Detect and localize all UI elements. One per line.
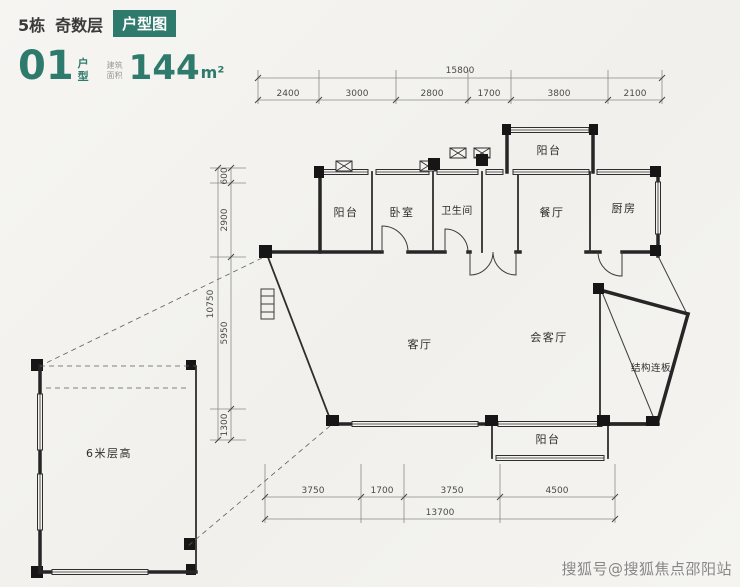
room-label-bedroom: 卧室 [390,205,415,219]
bottom-dimension-total: 13700 [261,508,619,523]
room-labels: 阳台 卧室 卫生间 餐厅 厨房 阳台 客厅 会客厅 结构连板 阳台 6米层高 [86,143,671,460]
dim-top-segment-3: 2800 [421,89,444,99]
dim-bottom-total: 13700 [426,508,455,518]
annex-area [37,364,198,575]
top-dimension-total: 15800 [254,66,666,82]
dim-left-segment-1: 600 [220,167,230,184]
interior-partitions [371,171,591,253]
dim-bottom-segment-4: 4500 [546,486,569,496]
room-label-balcony-bottom: 阳台 [536,432,561,446]
area-group: 建筑面积 144 m² [106,48,225,89]
top-dimension-segments: 2400 3000 2800 1700 3800 2100 [254,89,666,104]
dim-bottom-segment-2: 1700 [371,486,394,496]
room-label-living: 客厅 [408,337,433,351]
slab-region [597,255,691,427]
dim-top-segment-4: 1700 [478,89,501,99]
dim-left-total: 10750 [206,289,216,318]
door-arcs [381,225,623,277]
bottom-dimension-segments: 3750 1700 3750 4500 [261,486,619,501]
area-value: 144 [128,48,200,89]
dim-top-segment-6: 2100 [624,89,647,99]
room-label-reception: 会客厅 [530,330,568,344]
room-label-kitchen: 厨房 [612,202,637,215]
dim-bottom-segment-3: 3750 [441,486,464,496]
room-label-annex: 6米层高 [86,446,132,460]
area-unit: m² [200,63,225,82]
windows [321,127,661,461]
unit-info-row: 01 户型 建筑面积 144 m² [18,43,225,89]
dim-top-segment-5: 3800 [548,89,571,99]
room-label-bathroom: 卫生间 [441,204,473,217]
projection-lines [43,257,331,547]
area-prefix-label: 建筑面积 [106,61,123,80]
structural-columns [31,124,661,578]
dim-bottom-segment-1: 3750 [302,486,325,496]
room-label-balcony-left: 阳台 [334,205,359,219]
unit-label: 户型 [77,56,89,83]
room-label-slab: 结构连板 [631,362,671,374]
room-label-dining: 餐厅 [540,205,565,219]
dim-left-segment-2: 2900 [220,208,230,231]
building-label: 5栋 [18,15,46,35]
dim-left-segment-3: 5950 [220,321,230,344]
room-label-balcony-terrace: 阳台 [537,143,562,157]
unit-number: 01 [18,43,74,89]
dimension-extension-lines [210,70,663,523]
dim-top-segment-1: 2400 [277,89,300,99]
floors-label: 奇数层 [55,15,104,35]
header: 5栋 奇数层 户型图 01 户型 建筑面积 144 m² [18,10,225,89]
dim-top-total: 15800 [446,66,475,76]
dim-top-segment-2: 3000 [346,89,369,99]
header-title-row: 5栋 奇数层 户型图 [18,10,224,37]
dim-left-segment-4: 1300 [220,413,230,436]
plan-tag-badge: 户型图 [113,10,177,37]
watermark: 搜狐号@搜狐焦点邵阳站 [561,560,732,578]
left-dimension-segments: 600 2900 5950 1300 [220,164,235,444]
left-dimension-total: 10750 [206,164,222,444]
